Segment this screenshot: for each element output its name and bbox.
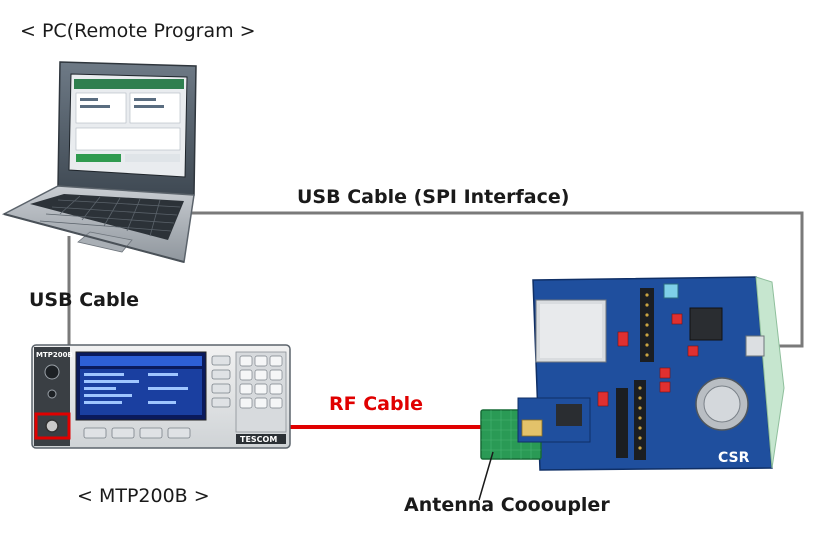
board-brand: CSR [718,450,750,466]
instrument-model: MTP200B [36,351,73,359]
pc-label: < PC(Remote Program > [20,20,256,42]
instrument-brand: TESCOM [240,435,277,444]
antenna-coupler-image [480,397,591,460]
mtp200b-label: < MTP200B > [77,485,210,507]
csr-dev-board-image: CSR [532,276,785,471]
antenna-coupler-label: Antenna Coooupler [404,494,610,516]
rf-cable-label: RF Cable [329,393,423,415]
rf-port-highlight [34,412,71,440]
coupler-pointer-line [478,451,494,501]
usb-cable-spi [172,211,804,348]
mtp200b-instrument-image: TESCOM MTP200B [31,344,291,449]
usb-spi-cable-label: USB Cable (SPI Interface) [297,186,570,208]
laptop-pc-image [1,61,197,263]
usb-cable-label: USB Cable [29,289,139,311]
